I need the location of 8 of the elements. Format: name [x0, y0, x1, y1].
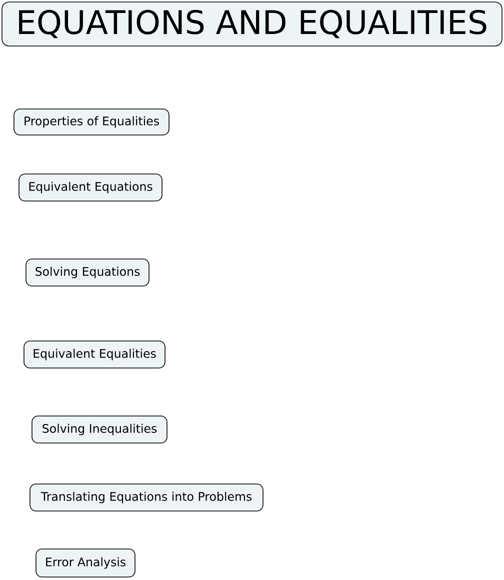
title-box: EQUATIONS AND EQUALITIES [2, 2, 502, 46]
concept-box: Error Analysis [36, 548, 136, 578]
concept-box: Equivalent Equations [18, 174, 162, 202]
concept-box: Solving Equations [26, 258, 150, 286]
concept-box: Translating Equations into Problems [30, 484, 264, 512]
concept-box: Properties of Equalities [14, 108, 170, 136]
concept-box: Equivalent Equalities [24, 340, 166, 368]
concept-box: Solving Inequalities [32, 416, 168, 444]
